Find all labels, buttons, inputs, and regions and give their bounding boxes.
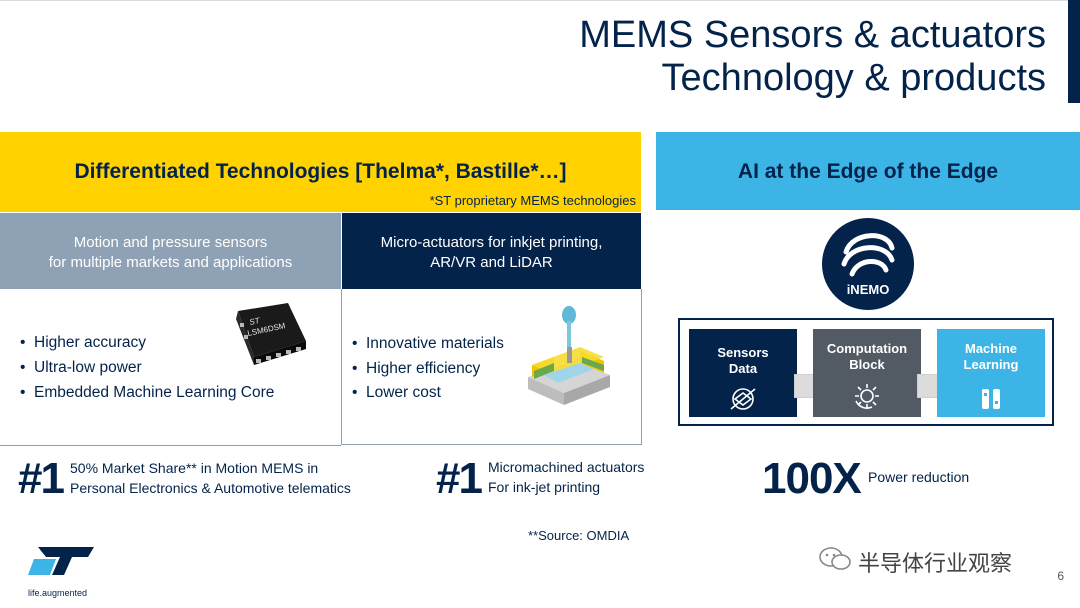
inemo-logo: iNEMO: [822, 218, 914, 310]
list-item: Lower cost: [352, 381, 504, 406]
list-item: Higher efficiency: [352, 357, 504, 382]
sensor-icon: [730, 388, 756, 410]
sensors-bullet-list: Higher accuracy Ultra-low power Embedded…: [20, 330, 274, 405]
st-logo: life.augmented: [28, 545, 96, 598]
list-item: Ultra-low power: [20, 355, 274, 380]
tagline: life.augmented: [28, 588, 88, 598]
slide-title-line2: Technology & products: [661, 57, 1046, 99]
wechat-icon: [819, 547, 851, 570]
svg-text:ST: ST: [249, 316, 262, 327]
sensors-heading-line1: Motion and pressure sensors: [73, 234, 268, 251]
actuator-rank-text: Micromachined actuators For ink-jet prin…: [488, 457, 644, 497]
sensors-data-block: Sensors Data: [689, 329, 797, 417]
slide-title-line1: MEMS Sensors & actuators: [579, 14, 1046, 56]
sensors-heading-line2: for multiple markets and applications: [48, 254, 293, 271]
actuator-rank-line1: Micromachined actuators: [488, 459, 645, 475]
list-item: Higher accuracy: [20, 330, 274, 355]
inkjet-actuator-image: [528, 306, 610, 405]
computation-line2: Block: [849, 357, 885, 372]
technologies-header: [0, 132, 641, 212]
actuator-rank-number: #1: [436, 454, 483, 503]
edge-pipeline-diagram: [678, 318, 1054, 426]
list-item: Embedded Machine Learning Core: [20, 380, 274, 405]
sensors-data-line1: Sensors: [717, 345, 769, 360]
inemo-logo-text: iNEMO: [846, 282, 890, 297]
title-accent-bar: [1068, 0, 1080, 103]
computation-line1: Computation: [826, 341, 908, 356]
watermark-text: 半导体行业观察: [858, 551, 1013, 576]
gear-icon: [855, 384, 879, 409]
actuators-bullet-list: Innovative materials Higher efficiency L…: [352, 332, 504, 406]
ai-edge-heading: AI at the Edge of the Edge: [737, 160, 999, 183]
machine-learning-line1: Machine: [964, 341, 1017, 356]
technologies-footnote: *ST proprietary MEMS technologies: [429, 193, 636, 208]
slide-title: MEMS Sensors & actuators Technology & pr…: [579, 14, 1046, 100]
sensors-column-header: Motion and pressure sensors for multiple…: [0, 213, 341, 289]
actuators-column-body: Innovative materials Higher efficiency L…: [341, 289, 642, 445]
computation-block: Computation Block: [813, 329, 921, 417]
market-share-text: 50% Market Share** in Motion MEMS in Per…: [70, 458, 351, 498]
sensors-data-line2: Data: [728, 361, 758, 376]
actuators-heading-line1: Micro-actuators for inkjet printing,: [380, 234, 603, 251]
ai-edge-header: [656, 132, 1080, 210]
chip-image: ST LSM6DSM: [236, 303, 306, 365]
power-reduction-number: 100X: [762, 454, 862, 503]
ml-icon: [982, 389, 1000, 409]
inemo-swirl-icon: [841, 233, 895, 277]
list-item: Innovative materials: [352, 332, 504, 357]
market-share-line1: 50% Market Share** in Motion MEMS in: [70, 460, 319, 476]
sensors-column-body: Higher accuracy Ultra-low power Embedded…: [0, 289, 341, 446]
power-reduction-text: Power reduction: [868, 469, 970, 485]
page-number: 6: [1057, 569, 1064, 583]
technologies-heading: Differentiated Technologies [Thelma*, Ba…: [74, 160, 567, 183]
market-share-line2: Personal Electronics & Automotive telema…: [70, 480, 351, 496]
source-note: **Source: OMDIA: [528, 528, 630, 543]
actuators-column-header: Micro-actuators for inkjet printing, AR/…: [342, 213, 641, 289]
machine-learning-block: Machine Learning: [937, 329, 1045, 417]
st-logo-icon: [28, 547, 94, 575]
header-rule: [0, 0, 1080, 1]
machine-learning-line2: Learning: [963, 357, 1019, 372]
market-rank-number: #1: [18, 454, 65, 503]
actuator-rank-line2: For ink-jet printing: [488, 479, 601, 495]
actuators-heading-line2: AR/VR and LiDAR: [430, 254, 553, 271]
